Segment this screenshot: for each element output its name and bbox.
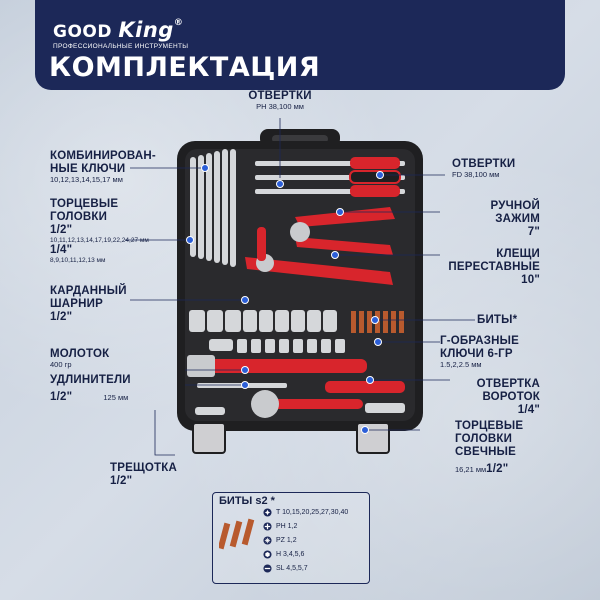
bits-row-hex: H 3,4,5,6 [263, 550, 304, 559]
bits-box: БИТЫ s2 * T 10,15,20,25,27,30,40 PH 1,2 … [212, 492, 370, 584]
label-clamp: РУЧНОЙ ЗАЖИМ 7" [440, 200, 540, 239]
pliers-title1: КЛЕЩИ [496, 248, 540, 260]
bits-row-torx-text: T 10,15,20,25,27,30,40 [276, 509, 349, 516]
combo-wrenches-title1: КОМБИНИРОВАН- [50, 150, 156, 162]
combo-wrenches-title2: НЫЕ КЛЮЧИ [50, 162, 126, 175]
label-pliers: КЛЕЩИ ПЕРЕСТАВНЫЕ 10" [420, 248, 540, 287]
clamp-sub: 7" [527, 225, 540, 238]
top-screwdrivers-sub: PH 38,100 мм [256, 101, 304, 111]
brand-name: GOOD [53, 22, 112, 42]
hex-keys-title1: Г-ОБРАЗНЫЕ [440, 335, 519, 347]
spark-sockets-title1: ТОРЦЕВЫЕ [455, 420, 524, 432]
label-fd-screwdrivers: ОТВЕРТКИ FD 38,100 мм [452, 158, 515, 179]
fd-screwdrivers-title: ОТВЕРТКИ [452, 158, 516, 170]
label-ratchet: ТРЕЩОТКА 1/2" [110, 462, 177, 488]
bits-row-pozidriv: PZ 1,2 [263, 536, 297, 545]
brand-registered: ® [173, 18, 184, 28]
label-cardan: КАРДАННЫЙ ШАРНИР 1/2" [50, 285, 127, 324]
bits-image [219, 518, 255, 550]
bits-row-torx: T 10,15,20,25,27,30,40 [263, 508, 348, 517]
spark-sockets-title2: ГОЛОВКИ [455, 432, 513, 445]
label-sockets: ТОРЦЕВЫЕ ГОЛОВКИ 1/2" 10,11,12,13,14,17,… [50, 198, 149, 264]
spark-sockets-sizes: 16,21 мм [455, 464, 487, 474]
bits-title: БИТЫ* [477, 314, 518, 326]
pliers-sub: 10" [521, 273, 540, 286]
label-top-screwdrivers: ОТВЕРТКИ PH 38,100 мм [240, 90, 320, 111]
sockets-quarter: 1/4" [50, 243, 73, 256]
bits-row-hex-text: H 3,4,5,6 [276, 551, 305, 558]
cardan-title1: КАРДАННЫЙ [50, 285, 127, 297]
clamp-title2: ЗАЖИМ [495, 212, 540, 225]
label-combo-wrenches: КОМБИНИРОВАН- НЫЕ КЛЮЧИ 10,12,13,14,15,1… [50, 150, 156, 184]
sockets-title2: ГОЛОВКИ [50, 210, 108, 223]
hex-icon [263, 550, 272, 559]
spark-sockets-title3: СВЕЧНЫЕ [455, 445, 516, 458]
bits-row-phillips: PH 1,2 [263, 522, 297, 531]
hex-keys-sub: 1.5,2,2.5 мм [440, 359, 482, 369]
pozidriv-icon [263, 536, 272, 545]
label-bits: БИТЫ* [477, 314, 517, 327]
extensions-length: 125 мм [103, 392, 129, 402]
page-title: КОМПЛЕКТАЦИЯ [49, 52, 321, 83]
combo-wrenches-sub: 10,12,13,14,15,17 мм [50, 174, 123, 184]
screwdriver-handle-sub: 1/4" [517, 403, 540, 416]
sockets-quarter-sizes: 8,9,10,11,12,13 мм [50, 256, 106, 264]
hammer-sub: 400 гр [50, 359, 72, 369]
screwdriver-handle-title2: ВОРОТОК [482, 390, 540, 403]
extensions-title: УДЛИНИТЕЛИ [50, 374, 131, 386]
bits-box-title: БИТЫ s2 * [219, 495, 275, 507]
screwdriver-handle-title1: ОТВЕРТКА [476, 378, 540, 390]
spark-sockets-drive: 1/2" [486, 462, 509, 475]
brand-tagline: ПРОФЕССИОНАЛЬНЫЕ ИНСТРУМЕНТЫ [53, 43, 189, 50]
clamp-title1: РУЧНОЙ [490, 200, 540, 212]
ratchet-title: ТРЕЩОТКА [110, 462, 177, 474]
hammer-title: МОЛОТОК [50, 348, 110, 360]
cardan-sub: 1/2" [50, 310, 73, 323]
label-hex-keys: Г-ОБРАЗНЫЕ КЛЮЧИ 6-ГР 1.5,2,2.5 мм [440, 335, 519, 369]
label-screwdriver-handle: ОТВЕРТКА ВОРОТОК 1/4" [440, 378, 540, 417]
bits-row-phillips-text: PH 1,2 [276, 523, 298, 530]
phillips-icon [263, 522, 272, 531]
fd-screwdrivers-sub: FD 38,100 мм [452, 169, 500, 179]
bits-row-slotted-text: SL 4,5,5,7 [276, 565, 308, 572]
pliers-title2: ПЕРЕСТАВНЫЕ [448, 260, 540, 273]
cardan-title2: ШАРНИР [50, 297, 103, 310]
label-extensions: УДЛИНИТЕЛИ 1/2" 125 мм [50, 374, 131, 405]
sockets-title1: ТОРЦЕВЫЕ [50, 198, 119, 210]
bits-row-pozidriv-text: PZ 1,2 [276, 537, 297, 544]
header-banner: GOOD King® ПРОФЕССИОНАЛЬНЫЕ ИНСТРУМЕНТЫ … [35, 0, 565, 90]
ratchet-sub: 1/2" [110, 474, 133, 487]
torx-icon [263, 508, 272, 517]
label-hammer: МОЛОТОК 400 гр [50, 348, 109, 369]
bits-row-slotted: SL 4,5,5,7 [263, 564, 308, 573]
extensions-size: 1/2" [50, 390, 73, 403]
label-spark-sockets: ТОРЦЕВЫЕ ГОЛОВКИ СВЕЧНЫЕ 16,21 мм1/2" [455, 420, 523, 477]
sockets-half-sizes: 10,11,12,13,14,17,19,22,24,27 мм [50, 236, 149, 244]
brand-name-k: King [118, 18, 174, 42]
brand-logo: GOOD King® ПРОФЕССИОНАЛЬНЫЕ ИНСТРУМЕНТЫ [53, 18, 188, 50]
slotted-icon [263, 564, 272, 573]
top-screwdrivers-title: ОТВЕРТКИ [248, 90, 312, 102]
hex-keys-title2: КЛЮЧИ 6-ГР [440, 347, 513, 360]
sockets-half: 1/2" [50, 223, 73, 236]
